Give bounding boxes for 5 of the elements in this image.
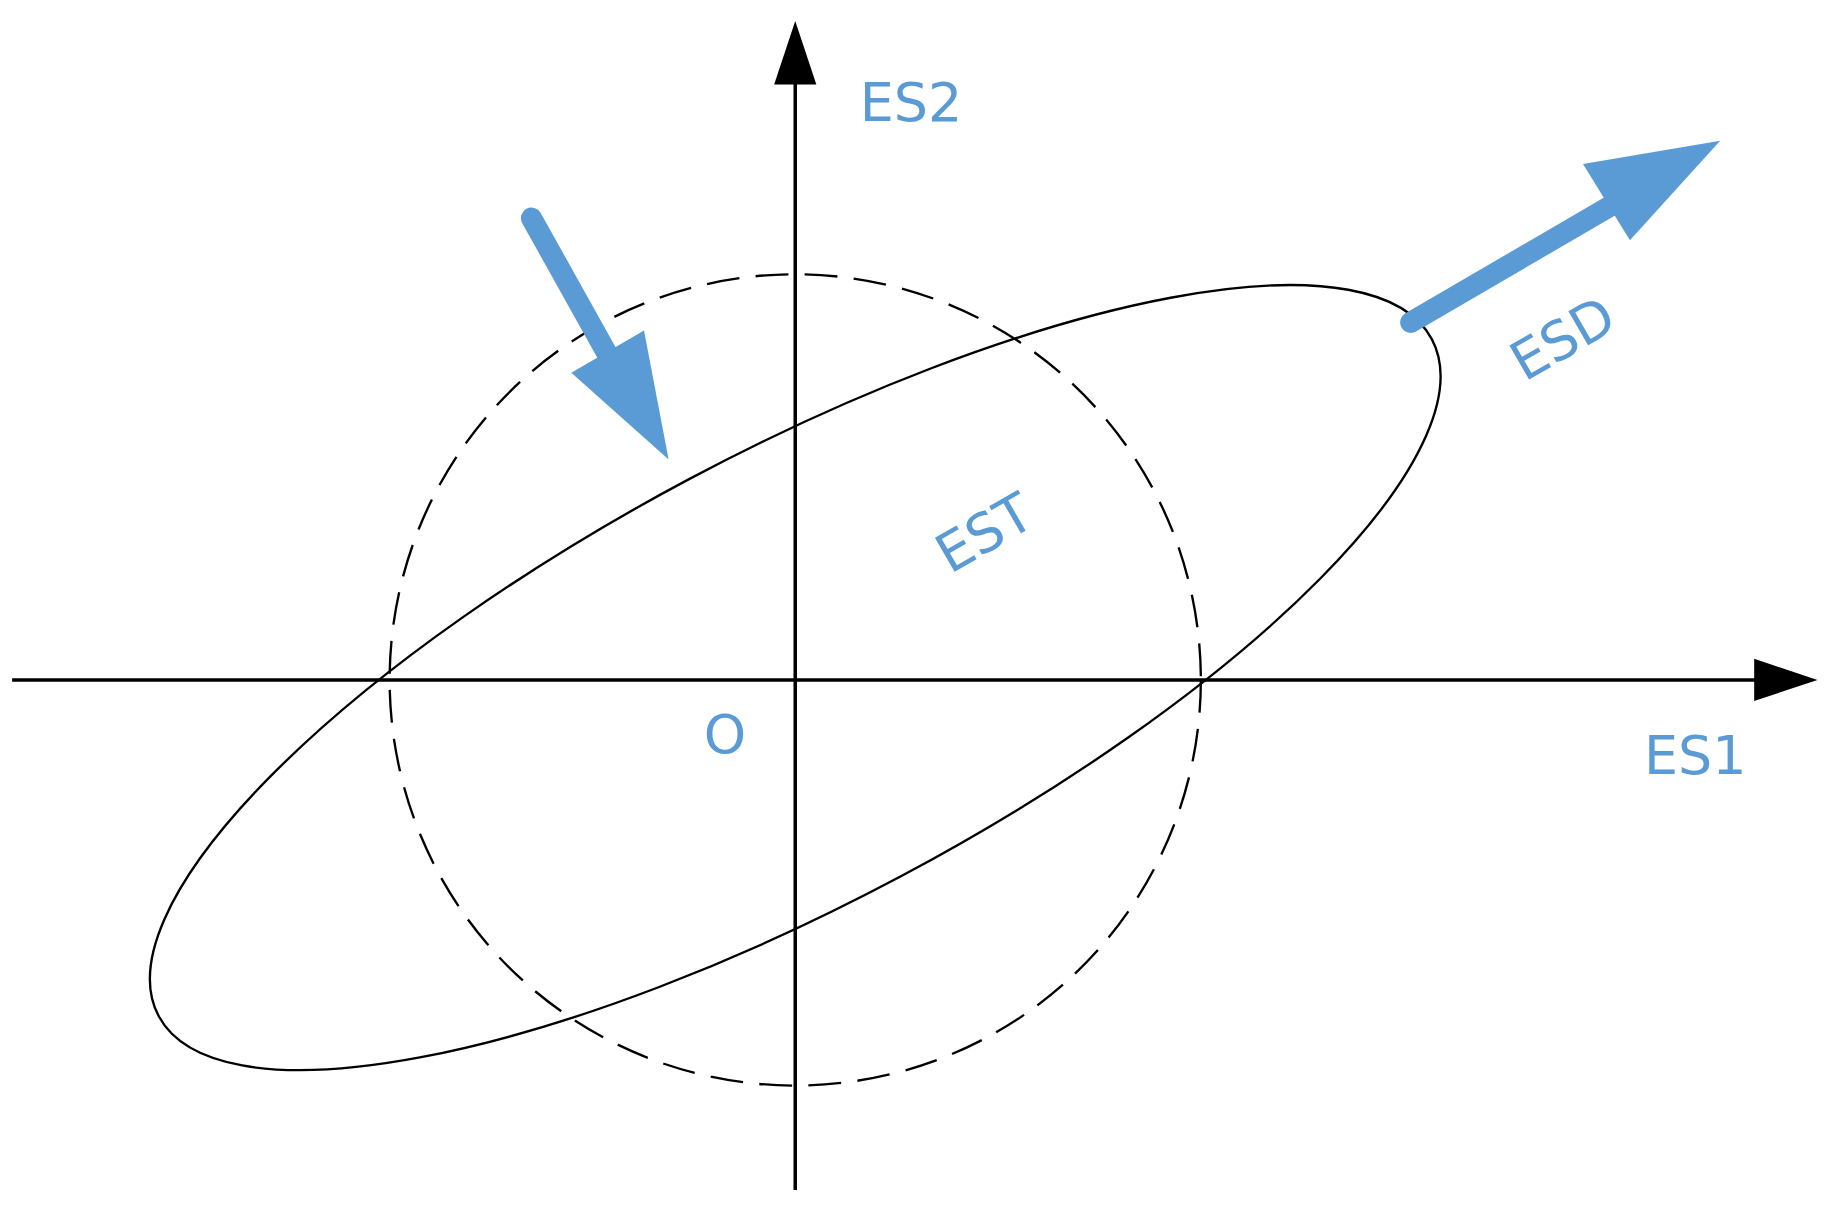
origin-label: O bbox=[703, 702, 747, 766]
axis-label: ES2 bbox=[859, 70, 963, 134]
axis-label: ES1 bbox=[1644, 723, 1747, 787]
arrow-label: ESD bbox=[1499, 283, 1626, 394]
region-label: EST bbox=[925, 480, 1045, 586]
